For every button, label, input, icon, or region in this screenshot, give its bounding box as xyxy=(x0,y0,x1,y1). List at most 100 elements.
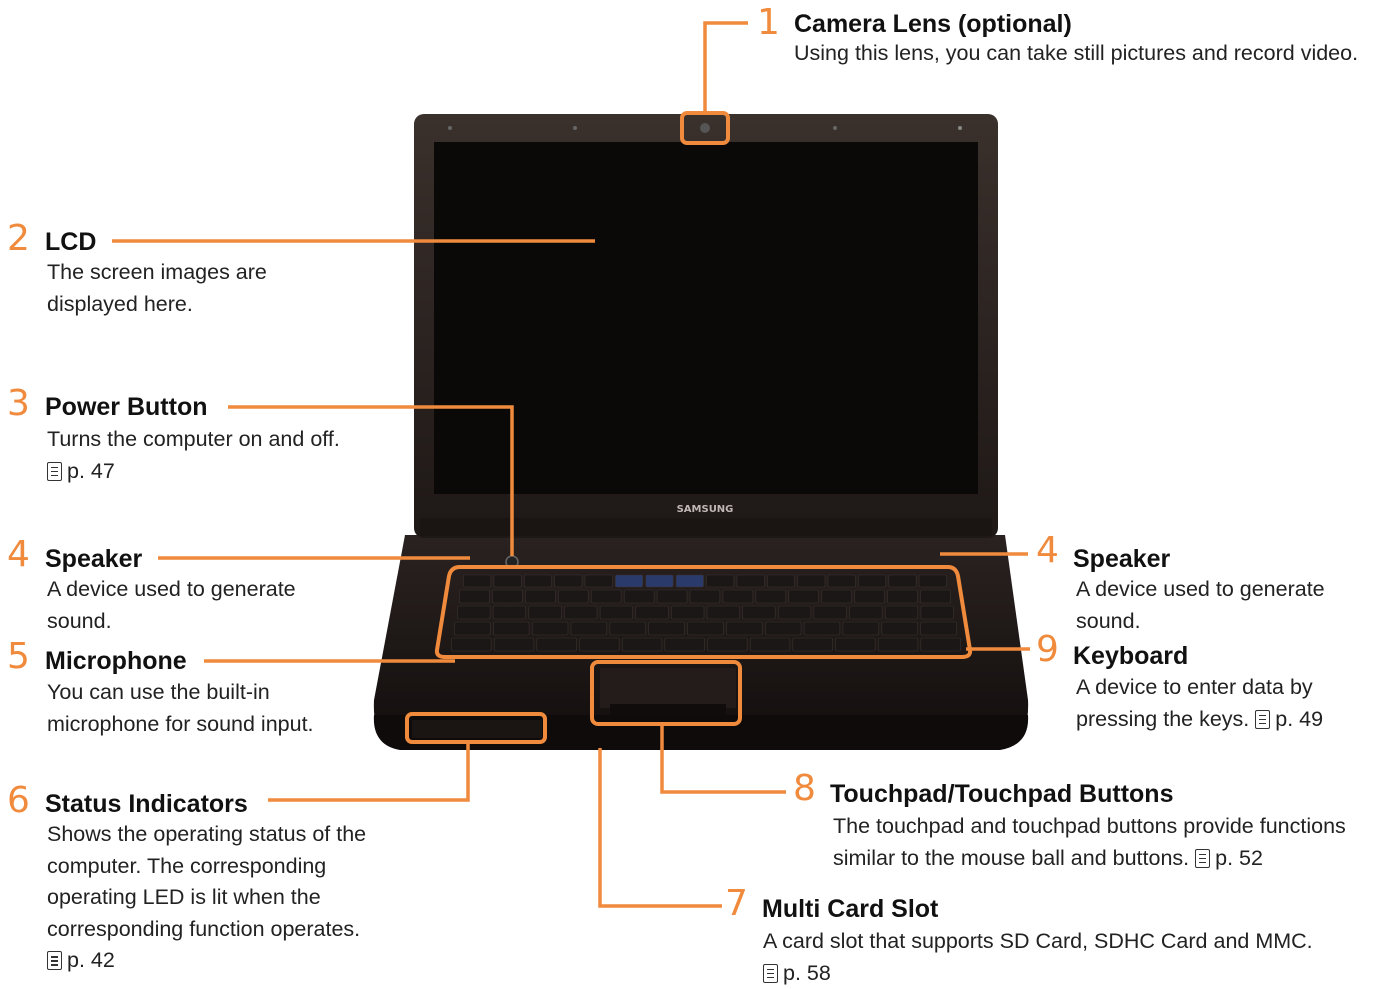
keyboard-key xyxy=(687,621,724,636)
keyboard-key xyxy=(764,621,802,636)
keyboard-key xyxy=(609,621,647,636)
callout-title: Microphone xyxy=(45,647,187,675)
keyboard-key xyxy=(788,589,819,604)
keyboard-key xyxy=(664,637,705,652)
page-reference: p. 47 xyxy=(67,458,115,483)
callout-number: 8 xyxy=(793,768,816,809)
keyboard-key xyxy=(689,589,721,604)
keyboard-key xyxy=(755,589,787,604)
keyboard-key xyxy=(722,589,754,604)
keyboard-key xyxy=(492,621,530,636)
keyboard-keys xyxy=(451,574,961,652)
keyboard-key xyxy=(877,637,919,652)
keyboard-key xyxy=(525,589,556,604)
touchpad xyxy=(600,668,736,708)
keyboard-key xyxy=(648,621,685,636)
callout-description: A device to enter data by pressing the k… xyxy=(1076,675,1324,731)
keyboard-key xyxy=(621,637,663,652)
page-reference: p. 42 xyxy=(67,948,115,972)
touchpad-highlight xyxy=(590,660,742,726)
leader-power xyxy=(228,405,514,556)
keyboard-key xyxy=(454,621,491,636)
keyboard-key xyxy=(599,605,633,620)
page-reference-icon xyxy=(47,951,62,970)
keyboard-key xyxy=(827,574,856,588)
keyboard-key xyxy=(813,605,847,620)
page-reference: p. 58 xyxy=(783,960,831,985)
callout-description: Turns the computer on and off. p. 47 xyxy=(47,427,340,483)
keyboard-key xyxy=(706,605,740,620)
leader-touchpad xyxy=(660,724,786,794)
keyboard-key xyxy=(881,621,918,636)
keyboard-key xyxy=(671,605,705,620)
keyboard-key xyxy=(493,637,535,652)
keyboard-key xyxy=(920,589,951,604)
keyboard-key xyxy=(920,621,957,636)
callout-number: 5 xyxy=(7,636,30,677)
callout-title: Speaker xyxy=(1073,545,1171,573)
keyboard-key xyxy=(564,605,598,620)
camera-dot xyxy=(700,123,710,133)
keyboard-key xyxy=(736,574,765,588)
keyboard-key xyxy=(554,574,583,588)
hinge xyxy=(420,518,992,536)
keyboard-key xyxy=(656,589,688,604)
leader-status xyxy=(268,742,470,802)
keyboard-key xyxy=(803,621,841,636)
keyboard-key xyxy=(858,574,887,588)
callout-number: 6 xyxy=(7,780,30,821)
callout-number: 4 xyxy=(1036,530,1059,571)
callout-title: LCD xyxy=(45,228,97,256)
keyboard-key xyxy=(918,574,947,588)
keyboard-key xyxy=(635,605,669,620)
brand-logo: SAMSUNG xyxy=(677,504,734,515)
callout-title: Camera Lens (optional) xyxy=(794,10,1072,38)
keyboard-highlight xyxy=(434,565,973,659)
lcd-screen xyxy=(434,142,978,494)
keyboard-key xyxy=(579,637,620,652)
callout-description: A card slot that supports SD Card, SDHC … xyxy=(763,929,1313,985)
page-reference-icon xyxy=(1195,848,1211,868)
keyboard-key xyxy=(523,574,552,588)
status-highlight xyxy=(405,712,547,744)
keyboard-key xyxy=(920,605,954,620)
keyboard-key xyxy=(451,637,492,652)
callout-number: 3 xyxy=(7,383,30,424)
keyboard-key xyxy=(888,574,917,588)
callout-description: A device used to generate sound. xyxy=(47,577,296,633)
keyboard-key xyxy=(536,637,577,652)
callout-description: A device used to generate sound. xyxy=(1076,577,1325,633)
keyboard-key xyxy=(557,589,589,604)
keyboard-key xyxy=(749,637,791,652)
callout-title: Power Button xyxy=(45,393,208,421)
keyboard-key xyxy=(835,637,876,652)
callout-description: Using this lens, you can take still pict… xyxy=(794,41,1359,65)
keyboard-key xyxy=(821,589,852,604)
callout-title: Keyboard xyxy=(1073,642,1189,670)
callout-description: You can use the built-in microphone for … xyxy=(47,680,314,736)
touchpad-buttons xyxy=(610,704,726,716)
keyboard-key xyxy=(590,589,622,604)
callout-title: Status Indicators xyxy=(45,790,248,818)
page-reference-icon xyxy=(1255,709,1271,729)
keyboard-key xyxy=(492,605,527,620)
keyboard-key xyxy=(645,574,674,588)
callout-title: Multi Card Slot xyxy=(762,895,939,923)
page-reference-icon xyxy=(47,461,62,481)
keyboard-key xyxy=(463,574,492,588)
callout-description: The screen images are displayed here. xyxy=(47,260,267,316)
keyboard-key xyxy=(459,589,490,604)
page-reference: p. 49 xyxy=(1275,706,1324,731)
keyboard-key xyxy=(849,605,883,620)
keyboard-key xyxy=(920,637,961,652)
keyboard-key xyxy=(528,605,562,620)
keyboard-key xyxy=(493,574,522,588)
keyboard-key xyxy=(854,589,885,604)
page-reference: p. 52 xyxy=(1215,845,1263,870)
keyboard-key xyxy=(726,621,763,636)
status-led-strip xyxy=(412,720,542,738)
keyboard-key xyxy=(797,574,826,588)
callout-description: The touchpad and touchpad buttons provid… xyxy=(833,814,1346,870)
